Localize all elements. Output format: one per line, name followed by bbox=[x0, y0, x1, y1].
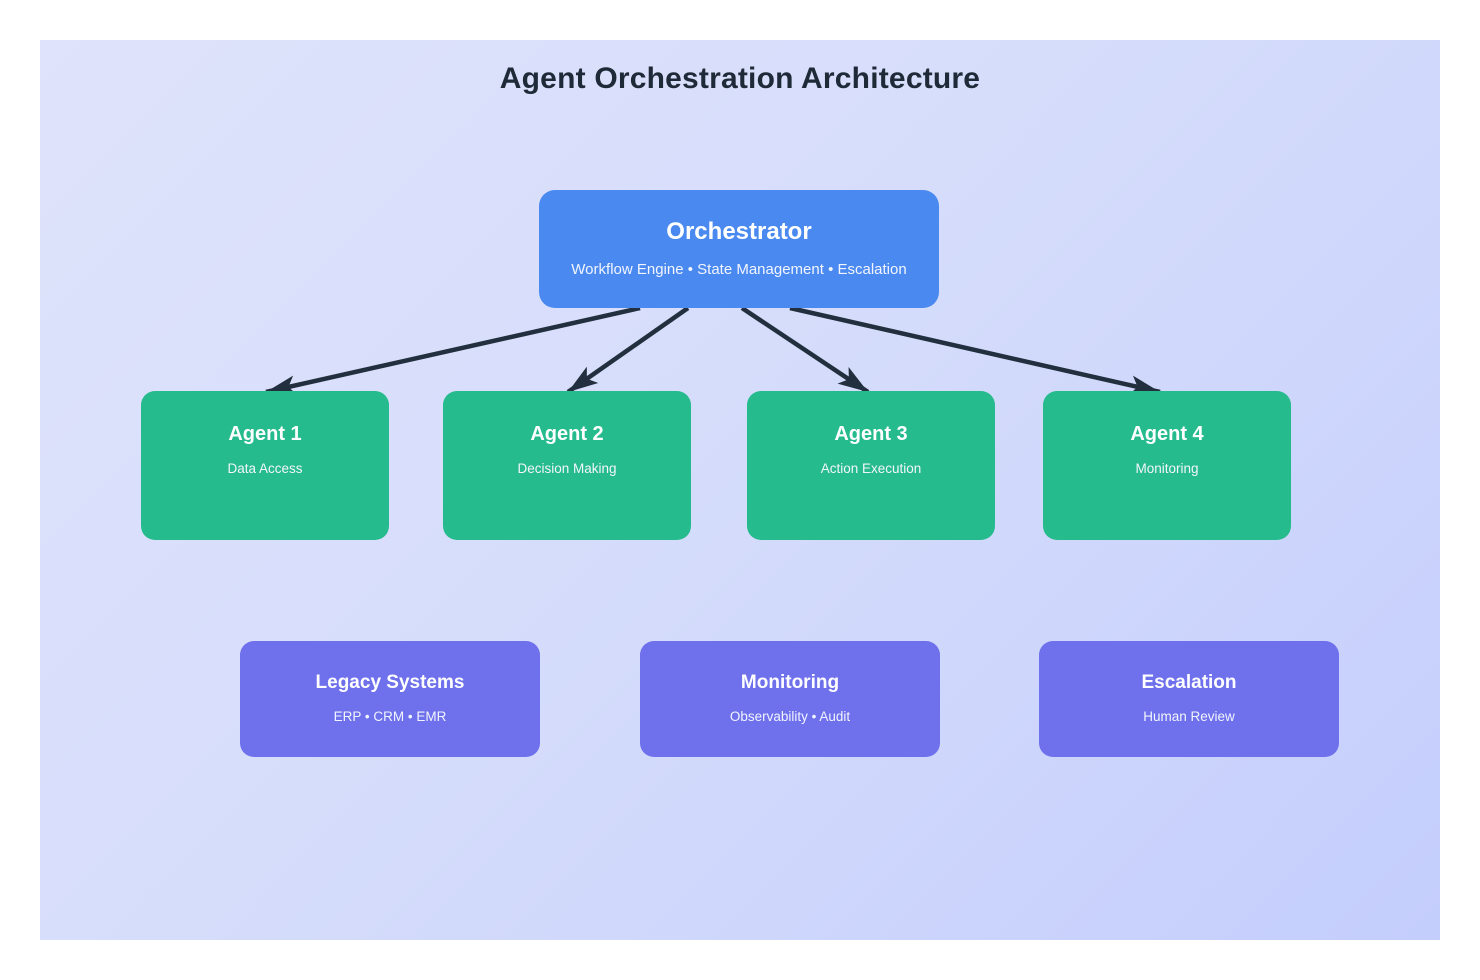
legacy-systems-subtitle: ERP • CRM • EMR bbox=[333, 708, 447, 724]
agent-3-subtitle: Action Execution bbox=[820, 461, 922, 476]
agent-4-subtitle: Monitoring bbox=[1135, 461, 1199, 476]
diagram-canvas: Agent Orchestration Architecture Orchest… bbox=[40, 40, 1440, 940]
arrow-orchestrator-agent-4 bbox=[789, 305, 1161, 396]
orchestrator-node: Orchestrator Workflow Engine • State Man… bbox=[539, 190, 939, 308]
monitoring-title: Monitoring bbox=[740, 672, 840, 693]
agent-3-node: Agent 3 Action Execution bbox=[747, 391, 995, 540]
escalation-title: Escalation bbox=[1141, 672, 1237, 693]
arrow-orchestrator-agent-1 bbox=[265, 305, 641, 396]
agent-2-node: Agent 2 Decision Making bbox=[443, 391, 691, 540]
agent-2-subtitle: Decision Making bbox=[517, 461, 617, 476]
escalation-node: Escalation Human Review bbox=[1039, 641, 1339, 757]
agent-2-title: Agent 2 bbox=[530, 423, 604, 445]
orchestrator-title: Orchestrator bbox=[666, 218, 812, 245]
agent-4-node: Agent 4 Monitoring bbox=[1043, 391, 1291, 540]
agent-3-title: Agent 3 bbox=[834, 423, 908, 445]
legacy-systems-title: Legacy Systems bbox=[315, 672, 465, 693]
monitoring-node: Monitoring Observability • Audit bbox=[640, 641, 940, 757]
monitoring-subtitle: Observability • Audit bbox=[729, 708, 851, 724]
arrow-orchestrator-agent-3 bbox=[740, 306, 870, 394]
diagram-title: Agent Orchestration Architecture bbox=[499, 62, 981, 95]
agent-1-node: Agent 1 Data Access bbox=[141, 391, 389, 540]
orchestrator-subtitle: Workflow Engine • State Management • Esc… bbox=[571, 260, 907, 278]
escalation-subtitle: Human Review bbox=[1143, 708, 1235, 724]
agent-1-title: Agent 1 bbox=[228, 423, 302, 445]
arrow-orchestrator-agent-2 bbox=[566, 306, 690, 394]
agent-1-subtitle: Data Access bbox=[227, 461, 303, 476]
legacy-systems-node: Legacy Systems ERP • CRM • EMR bbox=[240, 641, 540, 757]
agent-4-title: Agent 4 bbox=[1130, 423, 1204, 445]
